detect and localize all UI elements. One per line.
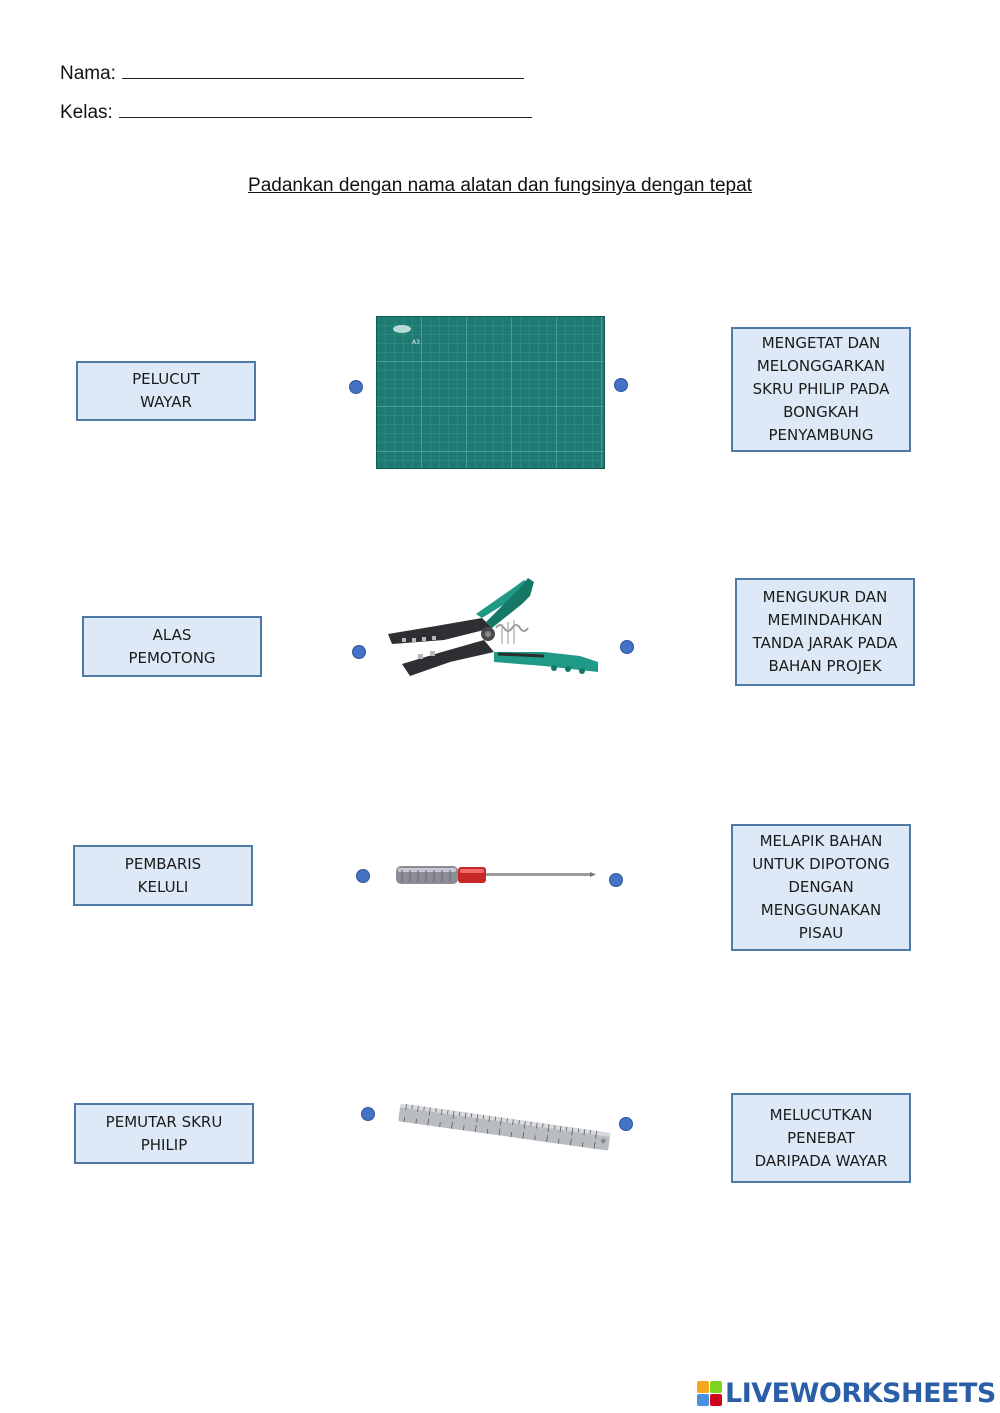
logo-mark-icon (697, 1381, 722, 1406)
tool-name-line: PEMOTONG (128, 648, 216, 667)
function-box-2[interactable]: MENGUKUR DAN MEMINDAHKAN TANDA JARAK PAD… (735, 578, 915, 686)
philips-screwdriver-image (396, 866, 596, 884)
match-dot-right-2[interactable] (620, 640, 634, 654)
tool-name-line: ALAS (152, 625, 192, 644)
function-box-1[interactable]: MENGETAT DAN MELONGGARKAN SKRU PHILIP PA… (731, 327, 911, 452)
match-dot-left-4[interactable] (361, 1107, 375, 1121)
logo-text: LIVEWORKSHEETS (725, 1378, 996, 1409)
name-label: Nama: (60, 63, 116, 84)
match-dot-left-1[interactable] (349, 380, 363, 394)
match-dot-right-3[interactable] (609, 873, 623, 887)
function-box-3[interactable]: MELAPIK BAHAN UNTUK DIPOTONG DENGAN MENG… (731, 824, 911, 951)
wire-stripper-image (388, 578, 598, 676)
tool-name-line: PEMUTAR SKRU (105, 1112, 223, 1131)
tool-name-box-cutting-mat[interactable]: ALAS PEMOTONG (82, 616, 262, 677)
tool-name-line: KELULI (137, 877, 189, 896)
function-line: MENGGUNAKAN (760, 901, 882, 919)
function-line: TANDA JARAK PADA (752, 634, 898, 652)
function-line: SKRU PHILIP PADA (752, 380, 890, 398)
class-field: Kelas: (60, 99, 532, 124)
function-line: DENGAN (788, 878, 854, 896)
function-line: MEMINDAHKAN (767, 611, 883, 629)
steel-ruler-image (398, 1104, 611, 1151)
function-line: PENEBAT (787, 1128, 855, 1147)
function-line: MENGETAT DAN (761, 334, 881, 352)
function-line: BONGKAH (783, 403, 859, 421)
liveworksheets-logo: LIVEWORKSHEETS (697, 1378, 996, 1409)
tool-name-line: PELUCUT (132, 370, 200, 388)
function-line: MENGUKUR DAN (762, 588, 888, 606)
function-line: BAHAN PROJEK (768, 657, 882, 675)
function-line: PENYAMBUNG (768, 426, 874, 444)
tool-name-line: WAYAR (140, 393, 192, 411)
name-input-line[interactable] (121, 60, 524, 79)
match-dot-right-1[interactable] (614, 378, 628, 392)
tool-name-line: PHILIP (140, 1135, 188, 1154)
function-line: MELONGGARKAN (756, 357, 886, 375)
class-label: Kelas: (60, 102, 113, 123)
mat-size-label: A3 (412, 339, 420, 346)
tool-name-box-screwdriver[interactable]: PEMUTAR SKRU PHILIP (74, 1103, 254, 1164)
tool-name-box-steel-ruler[interactable]: PEMBARIS KELULI (73, 845, 253, 906)
function-line: PISAU (798, 924, 844, 942)
function-line: MELUCUTKAN (769, 1105, 873, 1124)
tool-name-box-wire-stripper[interactable]: PELUCUT WAYAR (76, 361, 256, 421)
tool-name-line: PEMBARIS (124, 854, 202, 873)
function-line: DARIPADA WAYAR (754, 1151, 888, 1170)
name-field: Nama: (60, 60, 524, 85)
class-input-line[interactable] (118, 99, 532, 118)
match-dot-right-4[interactable] (619, 1117, 633, 1131)
cutting-mat-image: A3 (376, 316, 605, 469)
function-line: MELAPIK BAHAN (759, 832, 883, 850)
match-dot-left-3[interactable] (356, 869, 370, 883)
instruction-text: Padankan dengan nama alatan dan fungsiny… (248, 175, 752, 196)
match-dot-left-2[interactable] (352, 645, 366, 659)
function-line: UNTUK DIPOTONG (752, 855, 890, 873)
function-box-4[interactable]: MELUCUTKAN PENEBAT DARIPADA WAYAR (731, 1093, 911, 1183)
